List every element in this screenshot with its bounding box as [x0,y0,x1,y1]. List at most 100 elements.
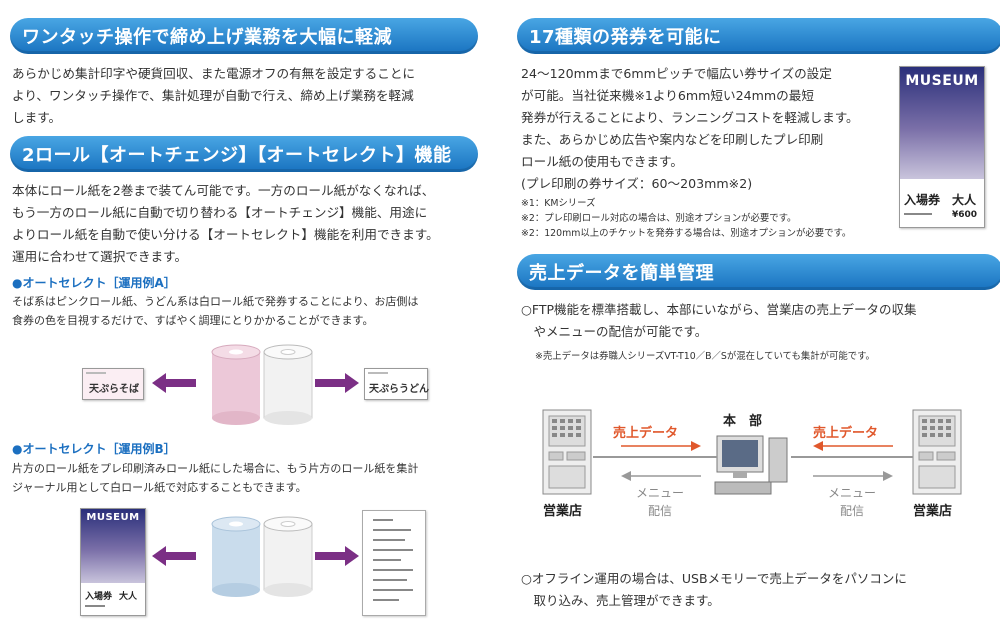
receipt-line [373,569,413,571]
footnote: ※1：KMシリーズ [521,198,596,209]
example-a-heading: ●オートセレクト［運用例A］ [12,276,176,290]
ticket-soba: 天ぷらそば [82,368,144,400]
museum-label: 入場券 [904,193,941,207]
receipt-line [373,579,407,581]
museum-title: MUSEUM [905,73,979,89]
menu-delivery-label: メニュー 配信 [817,484,887,520]
arrow-right-icon [813,471,893,481]
museum-print-line [904,213,932,215]
receipt-line [373,519,393,521]
text-line: します。 [12,110,62,125]
text-line: 発券が行えることにより、ランニングコストを軽減します。 [521,110,859,125]
museum-photo [900,67,984,179]
arrow-left-icon [152,546,196,566]
receipt-line [373,589,413,591]
roll-paper-blue-icon [211,516,261,597]
menu-delivery-label: メニュー 配信 [625,484,695,520]
text-line: ジャーナル用として白ロール紙で対応することもできます。 [12,481,307,494]
section-title: 2ロール【オートチェンジ】【オートセレクト】機能 [22,145,452,166]
ticket-udon: 天ぷらうどん [364,368,429,400]
menu-text: メニュー [635,486,684,500]
arrow-right-icon [621,441,701,451]
text-line: 片方のロール紙をプレ印刷済みロール紙にした場合に、もう片方のロール紙を集計 [12,462,419,475]
section-banner-sales-data: 売上データを簡単管理 [517,254,1000,290]
receipt-line [373,529,411,531]
ticket-machine-left-icon [542,409,592,495]
network-line [791,456,913,458]
ticket-print-line [86,372,106,374]
ticket-machine-right-icon [912,409,962,495]
text-line: が可能。当社従来機※1より6mm短い24mmの最短 [521,88,814,103]
roll-paper-white-icon [263,516,313,597]
museum-ticket: MUSEUM 入場券 大人 [80,508,146,616]
footnote: ※2：120mm以上のチケットを発券する場合は、別途オプションが必要です。 [521,228,852,239]
text-line: また、あらかじめ広告や案内などを印刷したプレ印刷 [521,132,824,147]
footnote: ※2：プレ印刷ロール対応の場合は、別途オプションが必要です。 [521,213,797,224]
ticket-text: 天ぷらそば [89,384,139,395]
example-b-heading: ●オートセレクト［運用例B］ [12,442,176,456]
arrow-right-icon [315,373,359,393]
section-banner-one-touch: ワンタッチ操作で締め上げ業務を大幅に軽減 [10,18,478,54]
museum-photo [81,509,145,583]
section-banner-ticket-types: 17種類の発券を可能に [517,18,1000,54]
text-line: 食券の色を目視するだけで、すばやく調理にとりかかることができます。 [12,314,374,327]
receipt-line [373,549,413,551]
sales-data-label: 売上データ [613,426,679,441]
section-title: ワンタッチ操作で締め上げ業務を大幅に軽減 [22,27,392,48]
section-body-one-touch: あらかじめ集計印字や硬貨回収、また電源オフの有無を設定することに より、ワンタッ… [12,63,482,129]
museum-title: MUSEUM [86,512,140,523]
text-line: より、ワンタッチ操作で、集計処理が自動で行え、締め上げ業務を軽減 [12,88,414,103]
receipt-line [373,559,401,561]
roll-paper-pink-icon [211,344,261,425]
network-line [593,456,717,458]
section-title: 17種類の発券を可能に [529,27,722,48]
text-line: よりロール紙を自動で使い分ける【オートセレクト】機能を利用できます。 [12,227,439,242]
store-label: 営業店 [543,504,583,519]
ticket-print-line [368,372,388,374]
museum-ticket: MUSEUM 入場券 大人 ¥600 [899,66,985,228]
menu-text: メニュー [827,486,876,500]
roll-paper-white-icon [263,344,313,425]
museum-label: 大人 [952,193,977,207]
section-body-two-roll: 本体にロール紙を2巻まで装てん可能です。一方のロール紙がなくなれば、 もう一方の… [12,180,482,268]
arrow-left-icon [152,373,196,393]
text-line: もう一方のロール紙に自動で切り替わる【オートチェンジ】機能、用途に [12,205,428,220]
museum-price: ¥600 [952,210,978,220]
museum-print-line [85,605,105,607]
section-body-sales-data: ○FTP機能を標準搭載し、本部にいながら、営業店の売上データの収集 やメニューの… [521,299,997,343]
arrow-right-icon [315,546,359,566]
text-line: 本体にロール紙を2巻まで装てん可能です。一方のロール紙がなくなれば、 [12,183,435,198]
text-line: そば系はピンクロール紙、うどん系は白ロール紙で発券することにより、お店側は [12,295,419,308]
delivery-text: 配信 [647,504,672,518]
journal-receipt [362,510,426,616]
computer-hq-icon [714,435,788,495]
footnote: ※売上データは券職人シリーズVT-T10／B／Sが混在していても集計が可能です。 [535,351,875,362]
network-diagram: 本 部 売上データ 売上データ メニュー 配信 メニュー 配信 営業店 [517,400,995,530]
museum-label: 入場券 [85,592,113,602]
text-line: 運用に合わせて選択できます。 [12,249,188,264]
arrow-left-icon [621,471,701,481]
delivery-text: 配信 [839,504,864,518]
store-label: 営業店 [913,504,953,519]
text-line: (プレ印刷の券サイズ：60～203mm※2) [521,176,753,191]
section-notes-ticket-types: ※1：KMシリーズ ※2：プレ印刷ロール対応の場合は、別途オプションが必要です。… [521,196,901,241]
receipt-line [373,599,399,601]
text-line: ○FTP機能を標準搭載し、本部にいながら、営業店の売上データの収集 [521,302,917,317]
arrow-left-icon [813,441,893,451]
text-line: 24～120mmまで6mmピッチで幅広い券サイズの設定 [521,66,832,81]
section-banner-two-roll: 2ロール【オートチェンジ】【オートセレクト】機能 [10,136,478,172]
example-a-body: そば系はピンクロール紙、うどん系は白ロール紙で発券することにより、お店側は 食券… [12,292,482,330]
section-body-ticket-types: 24～120mmまで6mmピッチで幅広い券サイズの設定 が可能。当社従来機※1よ… [521,63,891,195]
text-line: 取り込み、売上管理ができます。 [521,593,720,608]
ticket-text: 天ぷらうどん [369,384,429,395]
text-line: やメニューの配信が可能です。 [521,324,708,339]
example-b-body: 片方のロール紙をプレ印刷済みロール紙にした場合に、もう片方のロール紙を集計 ジャ… [12,459,482,497]
text-line: ○オフライン運用の場合は、USBメモリーで売上データをパソコンに [521,571,907,586]
text-line: ロール紙の使用もできます。 [521,154,683,169]
museum-label: 大人 [119,592,138,602]
section-title: 売上データを簡単管理 [529,263,714,284]
sales-data-label: 売上データ [813,426,879,441]
text-line: あらかじめ集計印字や硬貨回収、また電源オフの有無を設定することに [12,66,415,81]
hq-label: 本 部 [723,414,763,429]
receipt-line [373,539,405,541]
